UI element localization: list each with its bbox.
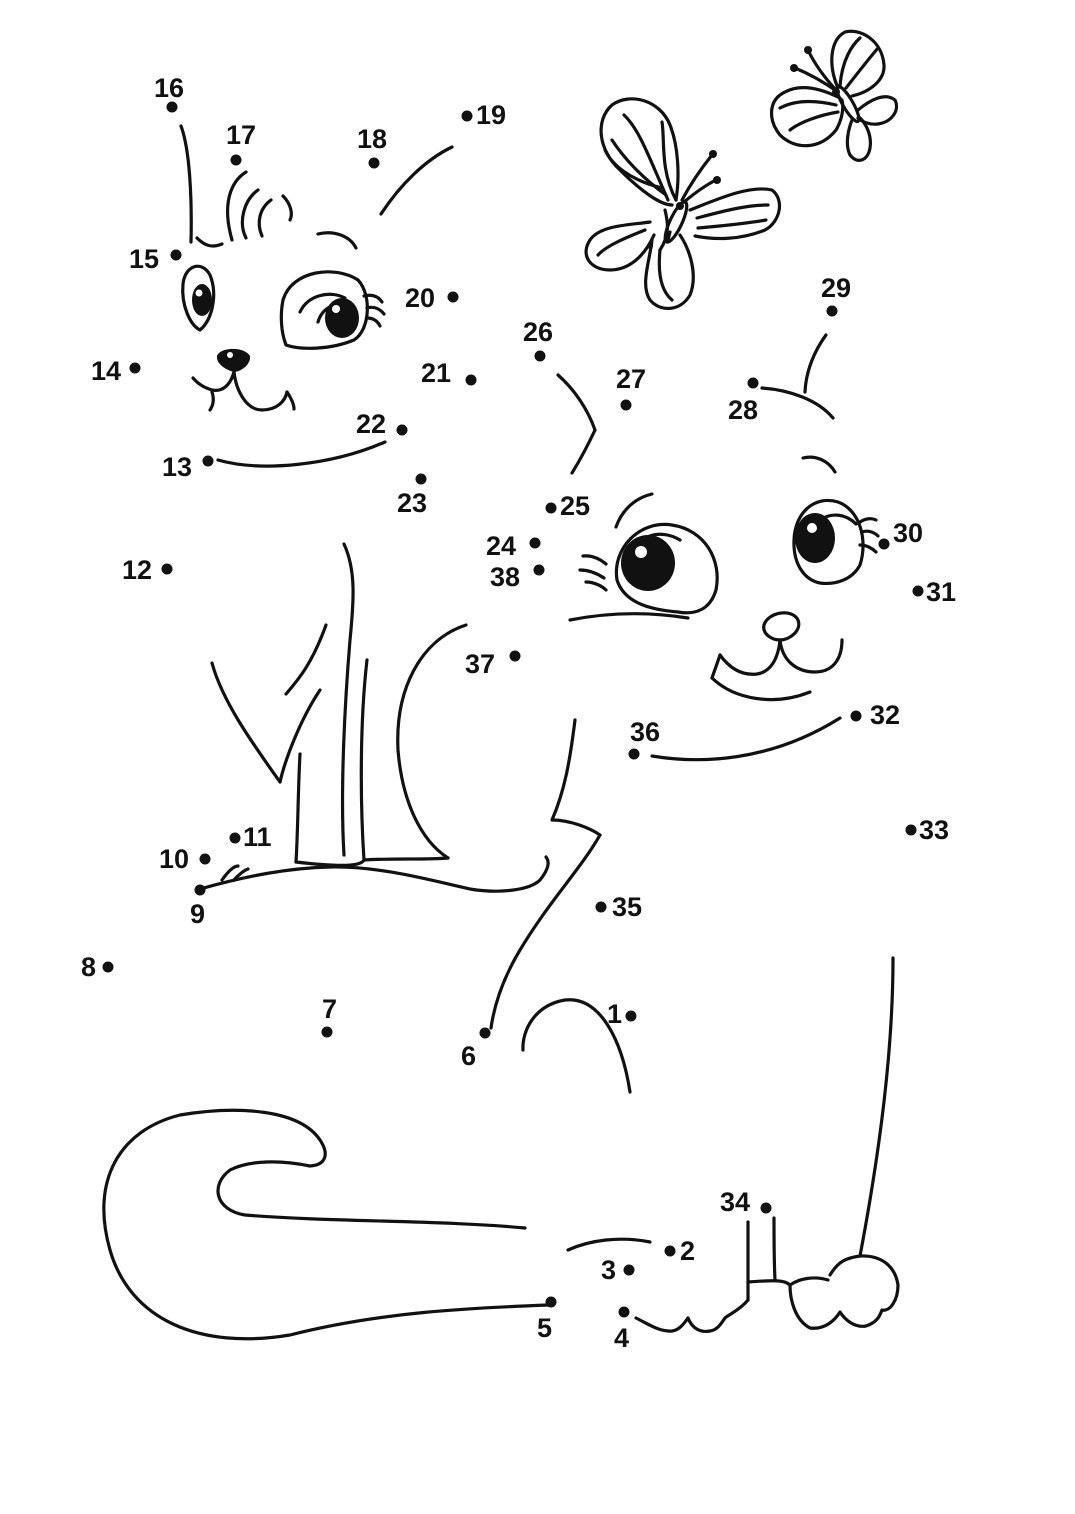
right-kitten-drawing <box>102 333 900 1341</box>
dot-34[interactable] <box>760 1202 772 1214</box>
dot-5[interactable] <box>545 1296 557 1308</box>
dot-number-22: 22 <box>356 409 387 439</box>
dot-number-17: 17 <box>226 120 257 150</box>
dot-9[interactable] <box>194 884 206 896</box>
dot-number-19: 19 <box>476 100 507 130</box>
dot-number-34: 34 <box>720 1187 751 1217</box>
dot-number-15: 15 <box>129 244 160 274</box>
dot-37[interactable] <box>509 650 521 662</box>
dot-number-8: 8 <box>81 952 97 982</box>
dot-number-9: 9 <box>190 899 206 929</box>
dot-number-12: 12 <box>122 555 153 585</box>
dot-31[interactable] <box>912 585 924 597</box>
dot-32[interactable] <box>850 710 862 722</box>
dot-19[interactable] <box>461 110 473 122</box>
dot-20[interactable] <box>447 291 459 303</box>
dot-number-7: 7 <box>322 994 338 1024</box>
dot-11[interactable] <box>229 832 241 844</box>
dot-number-18: 18 <box>357 124 388 154</box>
dot-38[interactable] <box>533 564 545 576</box>
dot-6[interactable] <box>479 1027 491 1039</box>
dot-12[interactable] <box>161 563 173 575</box>
dot-28[interactable] <box>747 377 759 389</box>
dot-14[interactable] <box>129 362 141 374</box>
dot-number-27: 27 <box>616 364 647 394</box>
dot-17[interactable] <box>230 154 242 166</box>
dot-number-30: 30 <box>893 518 924 548</box>
dot-33[interactable] <box>905 824 917 836</box>
dot-number-2: 2 <box>680 1236 696 1266</box>
butterfly-large-drawing <box>584 97 782 310</box>
dot-4[interactable] <box>618 1306 630 1318</box>
dot-1[interactable] <box>625 1010 637 1022</box>
dot-number-24: 24 <box>486 531 517 561</box>
dot-18[interactable] <box>368 157 380 169</box>
dot-number-35: 35 <box>612 892 643 922</box>
dot-8[interactable] <box>102 961 114 973</box>
dot-number-29: 29 <box>821 273 852 303</box>
dot-number-37: 37 <box>465 649 496 679</box>
dot-number-11: 11 <box>243 822 272 852</box>
dot-number-31: 31 <box>926 577 957 607</box>
dot-number-14: 14 <box>91 356 122 386</box>
dot-2[interactable] <box>664 1245 676 1257</box>
dot-23[interactable] <box>415 473 427 485</box>
butterfly-small-drawing <box>770 29 899 162</box>
dot-36[interactable] <box>628 748 640 760</box>
dot-number-10: 10 <box>159 844 190 874</box>
dot-number-32: 32 <box>870 700 901 730</box>
dot-7[interactable] <box>321 1026 333 1038</box>
dot-22[interactable] <box>396 424 408 436</box>
dot-number-13: 13 <box>162 452 193 482</box>
dot-number-20: 20 <box>405 283 436 313</box>
dot-number-6: 6 <box>461 1041 477 1071</box>
dot-number-23: 23 <box>397 488 428 518</box>
dot-16[interactable] <box>166 101 178 113</box>
dot-number-36: 36 <box>630 717 661 747</box>
dot-15[interactable] <box>170 249 182 261</box>
dot-number-25: 25 <box>560 491 591 521</box>
dot-number-28: 28 <box>728 395 759 425</box>
dot-25[interactable] <box>545 502 557 514</box>
dot-number-4: 4 <box>614 1323 630 1353</box>
dot-30[interactable] <box>878 538 890 550</box>
dot-26[interactable] <box>534 350 546 362</box>
dot-29[interactable] <box>826 305 838 317</box>
dot-number-38: 38 <box>490 562 521 592</box>
dot-number-26: 26 <box>523 317 554 347</box>
dot-number-33: 33 <box>919 815 950 845</box>
dot-13[interactable] <box>202 455 214 467</box>
dot-number-5: 5 <box>537 1313 553 1343</box>
dot-number-1: 1 <box>607 999 623 1029</box>
dot-3[interactable] <box>623 1264 635 1276</box>
dot-number-16: 16 <box>154 73 185 103</box>
dot-27[interactable] <box>620 399 632 411</box>
left-kitten-drawing <box>179 124 550 893</box>
dot-number-21: 21 <box>421 358 452 388</box>
dot-35[interactable] <box>595 901 607 913</box>
dot-number-3: 3 <box>601 1255 617 1285</box>
dot-21[interactable] <box>465 374 477 386</box>
dot-24[interactable] <box>529 537 541 549</box>
dot-10[interactable] <box>199 853 211 865</box>
